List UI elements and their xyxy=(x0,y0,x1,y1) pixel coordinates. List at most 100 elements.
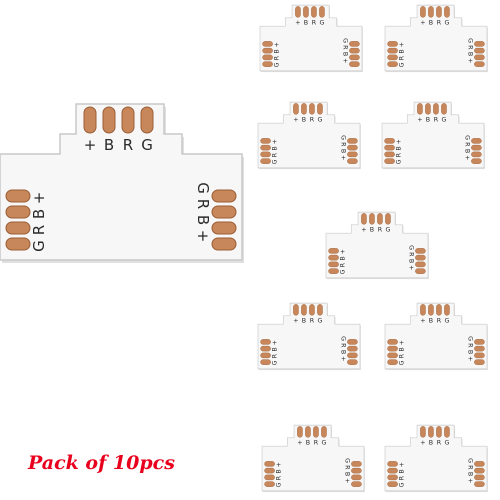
pin-label-top: B xyxy=(304,20,308,27)
pin-label-top: G xyxy=(318,318,323,325)
copper-pad-left xyxy=(5,205,31,219)
pin-label-right: R xyxy=(407,252,414,257)
copper-pad-top xyxy=(293,103,299,115)
pin-label-left: R xyxy=(274,55,281,60)
pin-label-right: G xyxy=(463,135,470,140)
pin-label-left: R xyxy=(276,475,283,480)
copper-pad-right xyxy=(349,41,360,47)
pin-label-left: R xyxy=(340,262,347,267)
pin-label-top: B xyxy=(429,318,433,325)
pin-label-left: B xyxy=(396,146,403,150)
pin-label-top: R xyxy=(378,227,383,234)
copper-pad-left xyxy=(387,474,398,481)
pin-label-left: B xyxy=(399,347,406,351)
pin-label-left: G xyxy=(396,159,403,164)
copper-pad-right xyxy=(474,41,485,47)
pin-label-left: + xyxy=(272,340,279,345)
pin-label-top: + xyxy=(420,20,425,27)
copper-pad-right xyxy=(211,237,237,251)
copper-pad-left xyxy=(387,339,398,345)
copper-pad-right xyxy=(347,151,358,158)
copper-pad-right xyxy=(349,47,360,54)
pin-label-right: + xyxy=(194,230,212,243)
pin-label-left: G xyxy=(272,360,279,365)
pin-label-right: + xyxy=(407,265,414,270)
pin-label-top: + xyxy=(420,318,425,325)
pin-label-top: G xyxy=(445,318,450,325)
pin-label-right: G xyxy=(339,336,346,341)
copper-pad-left xyxy=(387,54,398,61)
pin-label-right: B xyxy=(466,52,473,56)
pin-label-top: R xyxy=(437,440,442,447)
pin-label-top: R xyxy=(312,20,317,27)
pcb-board xyxy=(384,302,488,370)
copper-pad-right xyxy=(211,189,237,203)
pin-label-left: B xyxy=(272,146,279,150)
copper-pad-right xyxy=(471,144,482,151)
copper-pad-right xyxy=(347,158,358,164)
pin-label-top: G xyxy=(318,117,323,124)
copper-pad-top xyxy=(309,304,315,316)
copper-pad-top xyxy=(444,304,450,316)
copper-pad-right xyxy=(474,47,485,54)
pin-label-top: R xyxy=(310,318,315,325)
pin-label-top: + xyxy=(361,227,366,234)
pcb-board xyxy=(381,101,485,169)
pin-label-left: B xyxy=(272,347,279,351)
copper-pad-right xyxy=(349,61,360,67)
copper-pad-top xyxy=(433,103,439,115)
pcb-board xyxy=(257,302,361,370)
copper-pad-left xyxy=(387,47,398,54)
pin-label-left: G xyxy=(399,360,406,365)
pin-label-left: G xyxy=(272,159,279,164)
pin-label-top: R xyxy=(434,117,439,124)
pin-label-right: + xyxy=(339,155,346,160)
copper-pad-right xyxy=(211,221,237,235)
copper-pad-right xyxy=(347,138,358,144)
copper-pad-top xyxy=(297,426,303,438)
pin-label-right: R xyxy=(343,465,350,470)
copper-pad-right xyxy=(471,138,482,144)
pin-label-right: + xyxy=(466,356,473,361)
pin-label-right: G xyxy=(341,38,348,43)
pin-label-top: B xyxy=(370,227,374,234)
pin-label-right: R xyxy=(466,465,473,470)
copper-pad-top xyxy=(301,304,307,316)
copper-pad-top xyxy=(428,304,434,316)
pin-label-left: R xyxy=(399,353,406,358)
copper-pad-top xyxy=(428,6,434,18)
copper-pad-top xyxy=(444,6,450,18)
pin-label-right: + xyxy=(466,58,473,63)
copper-pad-top xyxy=(436,304,442,316)
pin-label-top: R xyxy=(314,440,319,447)
pin-label-right: + xyxy=(466,478,473,483)
copper-pad-left xyxy=(387,467,398,474)
copper-pad-right xyxy=(347,144,358,151)
copper-pad-right xyxy=(471,158,482,164)
pin-label-top: B xyxy=(104,136,114,154)
pin-label-left: B xyxy=(30,209,48,219)
copper-pad-top xyxy=(313,426,319,438)
copper-pad-left xyxy=(387,359,398,365)
copper-pad-top xyxy=(441,103,447,115)
copper-pad-right xyxy=(474,481,485,487)
copper-pad-left xyxy=(384,138,395,144)
copper-pad-top xyxy=(301,103,307,115)
pin-label-top: B xyxy=(429,20,433,27)
pin-label-left: + xyxy=(396,139,403,144)
pin-label-right: B xyxy=(466,472,473,476)
pin-label-top: B xyxy=(302,117,306,124)
copper-pad-right xyxy=(347,345,358,352)
pin-label-right: + xyxy=(341,58,348,63)
pcb-board xyxy=(257,101,361,169)
copper-pad-top xyxy=(417,103,423,115)
copper-pad-left xyxy=(262,47,273,54)
pcb-board xyxy=(259,4,363,72)
pin-label-top: B xyxy=(426,117,430,124)
pin-label-left: + xyxy=(274,42,281,47)
